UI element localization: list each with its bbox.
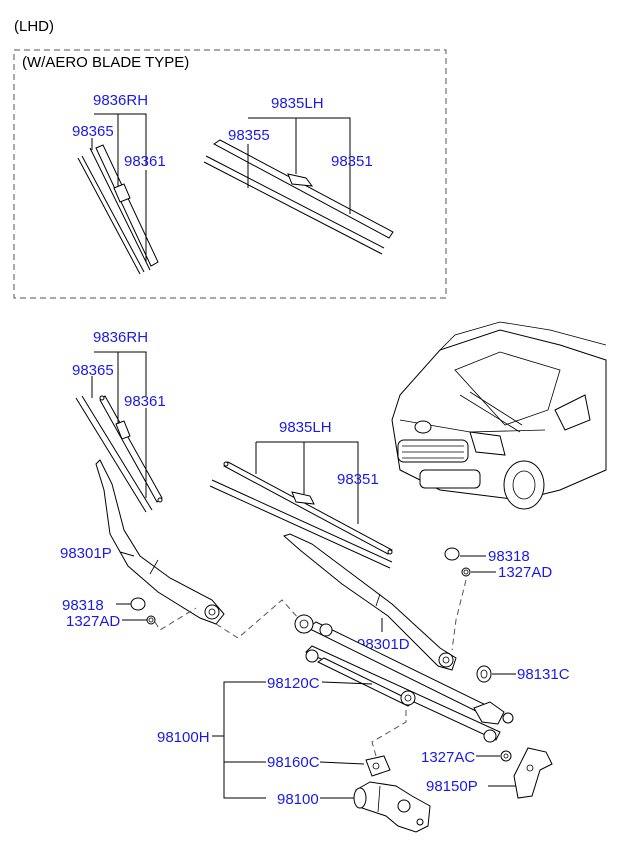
vehicle-mirror	[554, 394, 591, 431]
std-rh-refill-a-label: 98365	[72, 362, 114, 379]
rh-arm-label: 98301P	[60, 545, 112, 562]
motor-label: 98100	[277, 791, 319, 808]
right-cap-label: 98318	[488, 548, 530, 565]
std-rh-blade-group	[75, 351, 163, 513]
right-nut-label: 1327AD	[498, 564, 552, 581]
aero-rh-blade	[95, 144, 159, 267]
vehicle-wiper-arm-b	[469, 391, 523, 426]
aero-lh-refill-b	[203, 161, 383, 255]
vehicle-lower-grille	[419, 469, 481, 489]
motor-group	[320, 781, 431, 833]
linkage-label: 98120C	[267, 675, 320, 692]
aero-lh-blade-adapter	[287, 173, 314, 187]
aero-rh-refill-a-label: 98365	[72, 123, 114, 140]
crank-arm	[365, 755, 391, 777]
std-rh-refill-a	[75, 397, 147, 513]
right-nut	[461, 567, 471, 577]
vehicle-headlamp	[469, 431, 506, 456]
aero-lh-refill-a-label: 98355	[228, 127, 270, 144]
right-cap-nut-group	[444, 547, 496, 651]
rh-arm-pivot	[204, 604, 220, 620]
std-rh-blade-label: 9836RH	[93, 329, 148, 346]
assembly-leader	[212, 681, 266, 799]
bushing-group	[476, 665, 516, 683]
crank-arm-group	[319, 706, 407, 777]
bolt-group	[476, 750, 512, 762]
bolt	[500, 750, 512, 762]
bracket-label: 98150P	[426, 778, 478, 795]
aero-lh-blade	[213, 139, 394, 239]
left-cap	[130, 597, 146, 611]
left-nut	[146, 615, 156, 625]
linkage-pivot-right	[473, 701, 505, 725]
aero-rh-refill-b-label: 98361	[124, 153, 166, 170]
aero-note-label: (W/AERO BLADE TYPE)	[22, 54, 189, 71]
aero-blade-frame	[13, 49, 447, 299]
std-lh-blade-adapter	[291, 491, 315, 505]
linkage-pivot-left	[294, 614, 314, 634]
lh-arm-pivot	[438, 652, 454, 668]
left-nut-label: 1327AD	[66, 613, 120, 630]
wiper-linkage	[294, 614, 514, 743]
vehicle-wiper-arm-a	[459, 394, 521, 433]
std-lh-refill-b-label: 98351	[337, 471, 379, 488]
aero-rh-refill-b	[89, 147, 151, 271]
bushing	[476, 665, 492, 683]
rh-pivot-dashed-guide	[215, 599, 301, 639]
aero-rh-blade-label: 9836RH	[93, 92, 148, 109]
vehicle-front-wheel	[503, 460, 545, 510]
left-cap-label: 98318	[62, 597, 104, 614]
vehicle-emblem	[414, 420, 432, 434]
std-lh-refill-b	[209, 485, 391, 569]
bushing-label: 98131C	[517, 666, 570, 683]
aero-lh-refill-b-label: 98351	[331, 153, 373, 170]
rh-wiper-arm	[95, 459, 225, 625]
bracket-group	[488, 747, 553, 799]
aero-lh-blade-group	[203, 117, 394, 255]
drive-side-label: (LHD)	[14, 18, 54, 35]
crank-arm-label: 98160C	[267, 754, 320, 771]
std-rh-blade-adapter	[115, 420, 131, 440]
aero-rh-blade-group	[77, 113, 159, 275]
aero-rh-refill-a	[77, 157, 141, 275]
left-cap-nut-group	[116, 597, 197, 631]
aero-rh-blade-adapter	[113, 183, 131, 203]
right-cap	[444, 547, 460, 561]
std-lh-blade-label: 9835LH	[279, 419, 332, 436]
std-lh-refill-a	[211, 479, 393, 563]
vehicle-illustration	[391, 321, 607, 510]
std-rh-refill-b-label: 98361	[124, 393, 166, 410]
assembly-label: 98100H	[157, 729, 210, 746]
vehicle-windshield	[454, 351, 561, 426]
vehicle-grille	[397, 439, 469, 463]
std-lh-blade-group	[209, 441, 393, 569]
aero-lh-blade-label: 9835LH	[271, 95, 324, 112]
aero-lh-refill-a	[205, 155, 385, 249]
linkage-joint	[400, 690, 416, 706]
bolt-label: 1327AC	[421, 749, 475, 766]
bracket	[513, 747, 553, 799]
lh-wiper-arm	[283, 533, 457, 671]
motor	[355, 781, 431, 833]
